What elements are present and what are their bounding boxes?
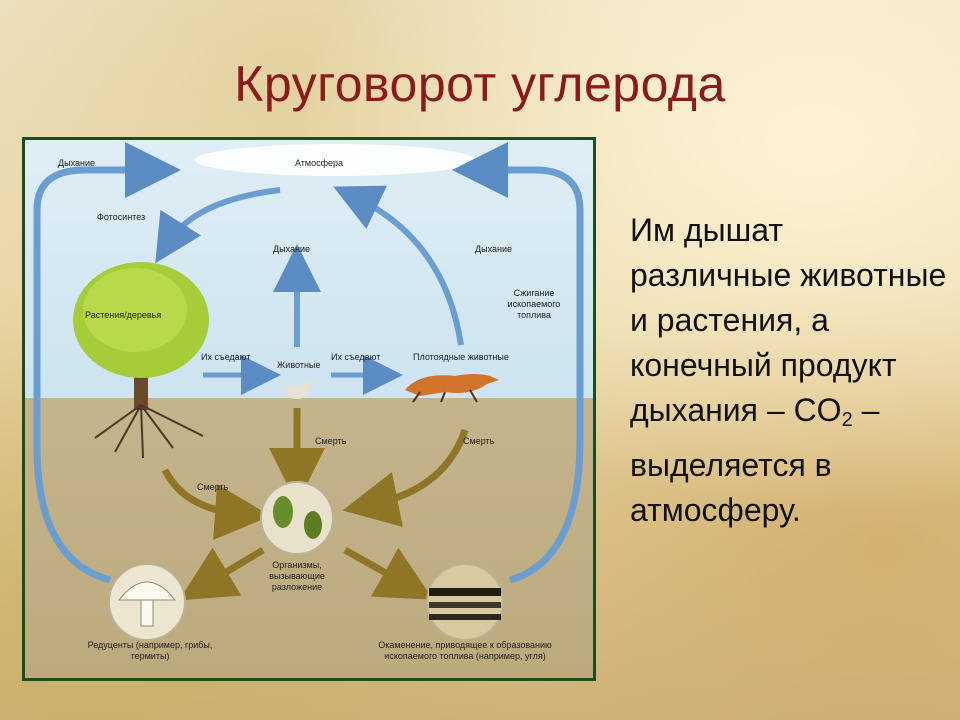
label-carnivores: Плотоядные животные <box>413 352 509 362</box>
decomposition-right-arrow <box>343 546 434 600</box>
label-plants: Растения/деревья <box>85 310 162 320</box>
label-reducers: Редуценты (например, грибы, термиты) <box>87 640 213 661</box>
carbon-cycle-diagram: Дыхание Атмосфера Фотосинтез Дыхание Дых… <box>22 137 596 681</box>
description-line: Им дышат различные животные и растения, … <box>630 212 947 428</box>
label-decomposers: Организмы, вызывающие разложение <box>269 560 325 592</box>
description-line-end: – выделяется в атмосферу. <box>630 392 880 528</box>
label-death-left: Смерть <box>197 482 229 492</box>
decomposers-icon <box>260 481 334 555</box>
label-death-mid: Смерть <box>315 436 347 446</box>
fossil-layers-icon <box>426 563 504 641</box>
co2-subscript: 2 <box>841 409 853 431</box>
rabbit-icon <box>285 381 312 399</box>
cloud <box>195 144 475 176</box>
photosynthesis-arrow <box>155 187 281 264</box>
mushroom-icon <box>108 563 186 641</box>
page-title: Круговорот углерода <box>234 56 726 112</box>
death-left-arrow <box>161 468 271 540</box>
label-fossilization: Окаменение, приводящее к образованию иск… <box>378 640 552 661</box>
combustion-right-arrow <box>452 142 584 584</box>
respiration-left-arrow <box>33 142 181 584</box>
label-eaten-2: Их съедают <box>331 352 381 362</box>
respiration-right-arrow <box>333 185 464 346</box>
label-death-right: Смерть <box>463 436 495 446</box>
label-respiration-mid: Дыхание <box>273 244 310 254</box>
death-right-arrow <box>342 428 469 527</box>
label-animals: Животные <box>277 360 321 370</box>
label-respiration-left: Дыхание <box>58 158 95 168</box>
label-photosynthesis: Фотосинтез <box>97 212 146 222</box>
fox-icon <box>405 374 499 403</box>
decomposition-left-arrow <box>178 546 265 601</box>
label-atmosphere: Атмосфера <box>295 158 344 168</box>
diagram-graphics <box>33 142 584 641</box>
tree-icon <box>73 262 209 459</box>
label-respiration-right: Дыхание <box>475 244 512 254</box>
label-combustion: Сжигание ископаемого топлива <box>507 288 561 320</box>
description-text: Им дышат различные животные и растения, … <box>630 208 950 533</box>
label-eaten-1: Их съедают <box>201 352 251 362</box>
